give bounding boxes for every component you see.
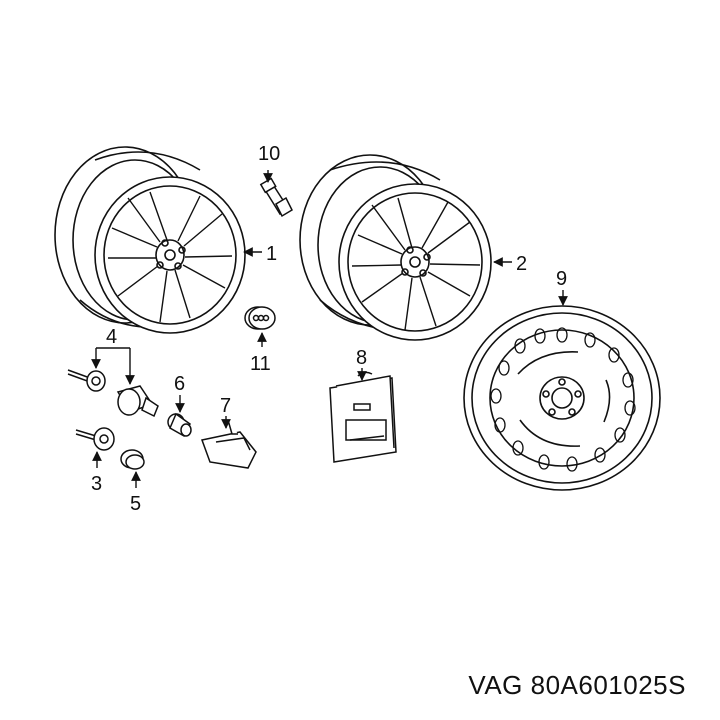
label-booklet-8 (329, 371, 397, 463)
tpms-sensor-7 (200, 419, 257, 469)
alloy-wheel-1 (54, 146, 246, 334)
callout-11: 11 (250, 353, 271, 375)
callout-8: 8 (356, 347, 367, 369)
part-number-caption: VAG 80A601025S (468, 670, 686, 700)
callout-1: 1 (266, 243, 277, 265)
bolt-cap-5 (120, 449, 145, 470)
lock-key-6 (167, 412, 192, 438)
wheel-lock-4b (116, 385, 159, 418)
valve-stem-10 (259, 177, 293, 218)
wheel-bolt-3 (75, 427, 115, 451)
callout-leaders (91, 170, 568, 488)
wheel-bolt-4a (67, 369, 106, 392)
callout-2: 2 (516, 253, 527, 275)
spare-wheel-9 (463, 305, 661, 491)
callout-4: 4 (106, 326, 117, 348)
callout-6: 6 (174, 373, 185, 395)
center-cap-11 (244, 306, 276, 330)
callout-5: 5 (130, 493, 141, 515)
callout-7: 7 (220, 395, 231, 417)
callout-3: 3 (91, 473, 102, 495)
callout-9: 9 (556, 268, 567, 290)
alloy-wheel-2 (299, 154, 492, 341)
callout-10: 10 (258, 143, 280, 165)
